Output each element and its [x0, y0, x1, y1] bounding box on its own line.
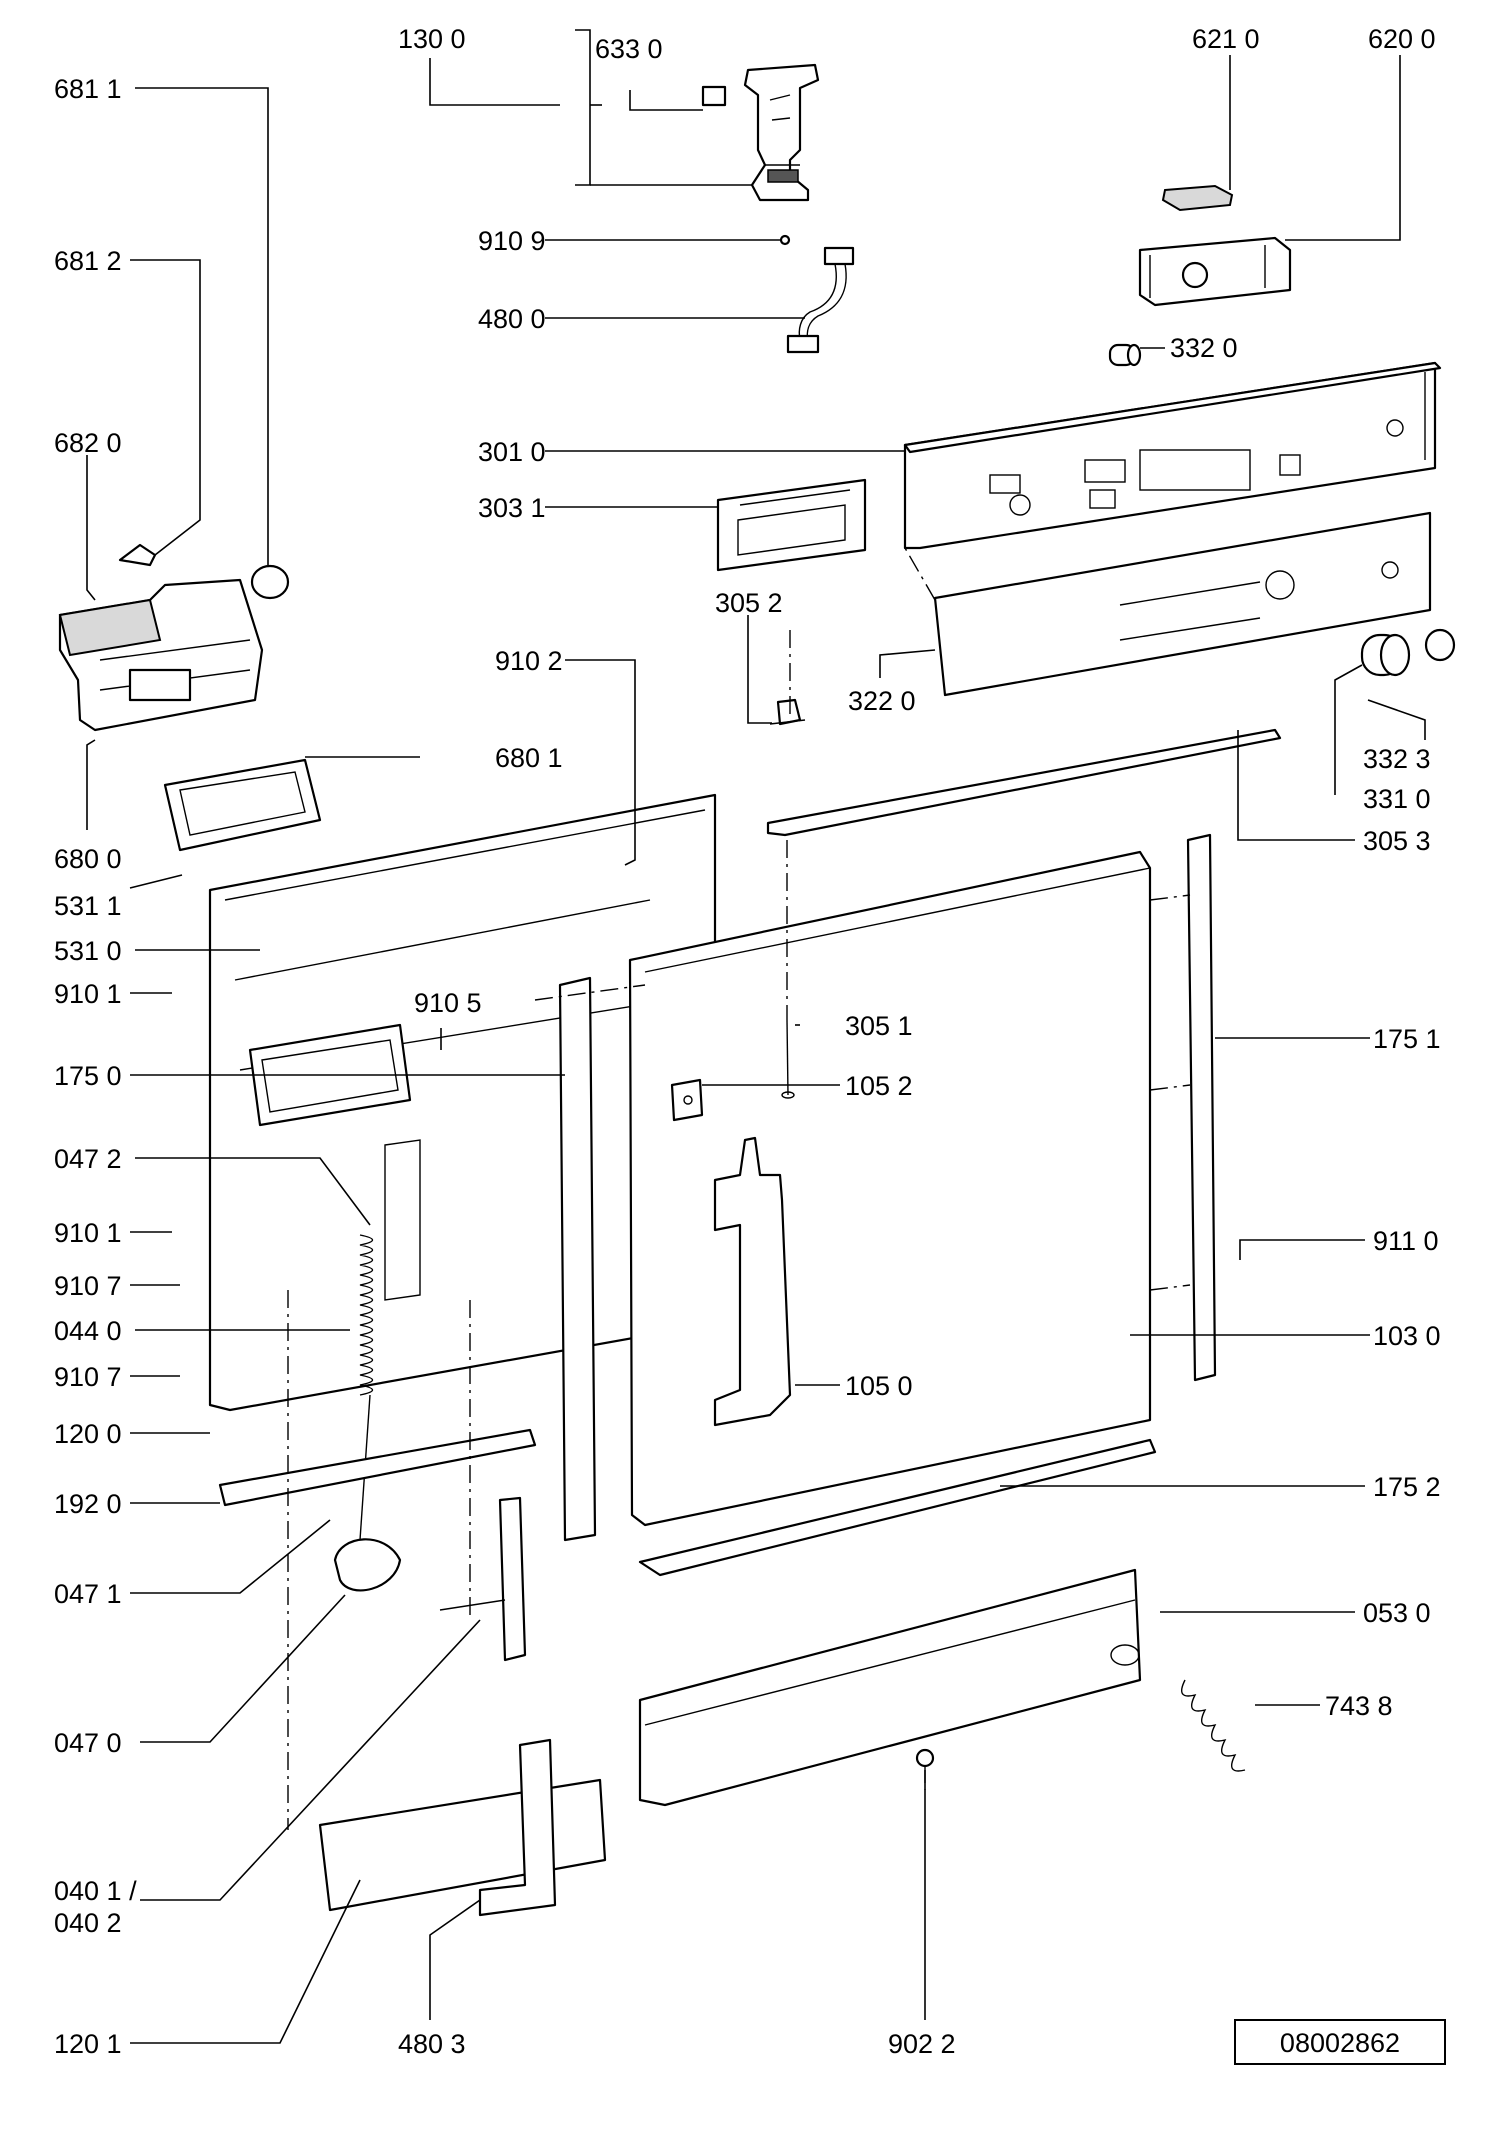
- label-301-0: 301 0: [478, 437, 546, 467]
- label-040-1: 040 1 /: [54, 1876, 137, 1906]
- dispenser-cap: [250, 564, 290, 600]
- label-192-0: 192 0: [54, 1489, 122, 1519]
- label-681-1: 681 1: [54, 74, 122, 104]
- label-682-0: 682 0: [54, 428, 122, 458]
- label-040-2: 040 2: [54, 1908, 122, 1938]
- label-332-3: 332 3: [1363, 744, 1431, 774]
- bracket-305-2: [769, 698, 806, 726]
- label-053-0: 053 0: [1363, 1598, 1431, 1628]
- detergent-dispenser: [58, 543, 264, 732]
- screw-902-2: [915, 1748, 935, 1768]
- label-620-0: 620 0: [1368, 24, 1436, 54]
- drawing-number-box: 08002862: [1234, 2019, 1446, 2065]
- label-910-2: 910 2: [495, 646, 563, 676]
- label-322-0: 322 0: [848, 686, 916, 716]
- label-175-0: 175 0: [54, 1061, 122, 1091]
- lower-rail-175-2: [638, 1438, 1157, 1577]
- bottom-panel: [318, 1738, 607, 1917]
- leader-lines: [86, 29, 1426, 2044]
- label-911-0: 911 0: [1373, 1226, 1439, 1256]
- label-103-0: 103 0: [1373, 1321, 1441, 1351]
- label-305-3: 305 3: [1363, 826, 1431, 856]
- label-047-0: 047 0: [54, 1728, 122, 1758]
- label-910-1-a: 910 1: [54, 979, 122, 1009]
- drawing-number: 08002862: [1280, 2028, 1400, 2058]
- label-531-0: 531 0: [54, 936, 122, 966]
- label-680-0: 680 0: [54, 844, 122, 874]
- assembly-guides: [287, 547, 1191, 1830]
- electronic-modules: [1138, 184, 1292, 307]
- label-105-2: 105 2: [845, 1071, 913, 1101]
- fascia-cover-panel: [933, 511, 1432, 697]
- label-331-0: 331 0: [1363, 784, 1431, 814]
- side-strip-175-1: [1186, 833, 1217, 1382]
- coil-spring-743-8: [1181, 1679, 1246, 1772]
- hinge-assembly: [701, 63, 820, 202]
- part-labels: 130 0 633 0 621 0 620 0 681 1 910 9 681 …: [54, 24, 1441, 2059]
- door-spring: [333, 1234, 402, 1592]
- label-480-0: 480 0: [478, 304, 546, 334]
- label-910-5: 910 5: [414, 988, 482, 1018]
- small-knob: [1108, 343, 1142, 367]
- label-910-7-a: 910 7: [54, 1271, 122, 1301]
- door-handle-recess: [716, 478, 867, 572]
- label-681-2: 681 2: [54, 246, 122, 276]
- label-910-7-b: 910 7: [54, 1362, 122, 1392]
- label-305-2: 305 2: [715, 588, 783, 618]
- kickplate: [638, 1568, 1142, 1807]
- label-910-1-b: 910 1: [54, 1218, 122, 1248]
- label-305-1: 305 1: [845, 1011, 913, 1041]
- label-531-1: 531 1: [54, 891, 122, 921]
- label-047-1: 047 1: [54, 1579, 122, 1609]
- label-175-2: 175 2: [1373, 1472, 1441, 1502]
- hinge-bracket-040: [439, 1496, 527, 1662]
- label-105-0: 105 0: [845, 1371, 913, 1401]
- parts-drawing: [58, 63, 1456, 1917]
- label-130-0: 130 0: [398, 24, 466, 54]
- label-480-3: 480 3: [398, 2029, 466, 2059]
- control-panel-fascia: [903, 361, 1442, 550]
- label-680-1: 680 1: [495, 743, 563, 773]
- label-120-0: 120 0: [54, 1419, 122, 1449]
- label-120-1: 120 1: [54, 2029, 122, 2059]
- label-332-0: 332 0: [1170, 333, 1238, 363]
- label-303-1: 303 1: [478, 493, 546, 523]
- top-rail: [766, 728, 1282, 837]
- program-knobs: [1360, 628, 1456, 677]
- label-743-8: 743 8: [1325, 1691, 1393, 1721]
- label-902-2: 902 2: [888, 2029, 956, 2059]
- side-strip-175-0: [558, 976, 597, 1542]
- lower-rail-192-0: [218, 1428, 537, 1507]
- outer-door-panel: [628, 850, 1152, 1527]
- label-175-1: 175 1: [1373, 1024, 1441, 1054]
- label-633-0: 633 0: [595, 34, 663, 64]
- label-047-2: 047 2: [54, 1144, 122, 1174]
- label-621-0: 621 0: [1192, 24, 1260, 54]
- cable-harness: [779, 234, 855, 354]
- door-bracket: [670, 1019, 795, 1427]
- label-910-9: 910 9: [478, 226, 546, 256]
- dispenser-seal: [163, 758, 322, 852]
- label-044-0: 044 0: [54, 1316, 122, 1346]
